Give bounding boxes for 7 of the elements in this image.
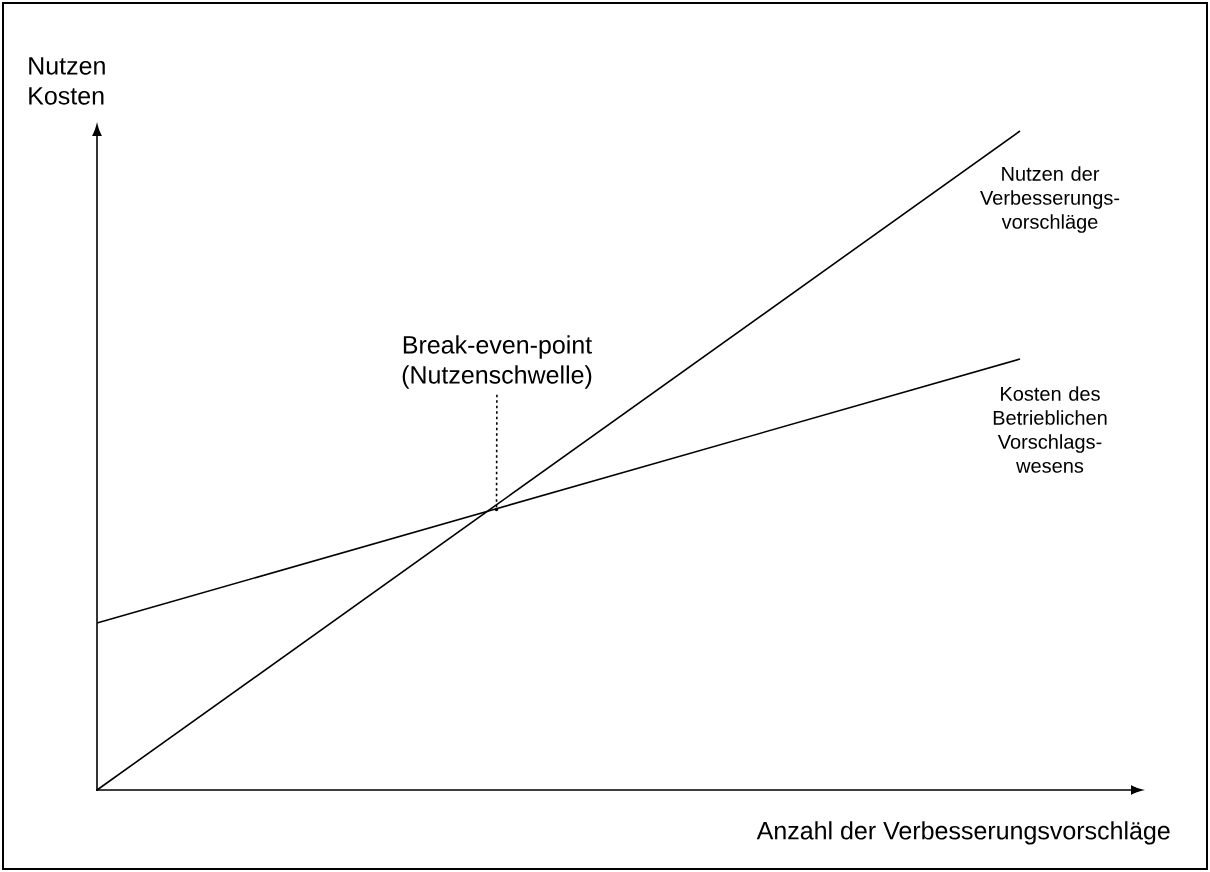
leader-line <box>495 394 498 509</box>
line-label: Nutzen der Verbesserungs-vorschläge <box>980 166 1120 233</box>
axis-label: Anzahl der Verbesserungsvorschläge <box>756 821 1170 845</box>
axis-label: Nutzen Kosten <box>29 57 105 105</box>
line-label: Kosten des Betrieblichen Vorschlags-wesens <box>993 386 1107 473</box>
intersection-point <box>494 507 499 512</box>
annotation-text: Break-even-point (Nutzenschwelle) <box>402 335 592 389</box>
